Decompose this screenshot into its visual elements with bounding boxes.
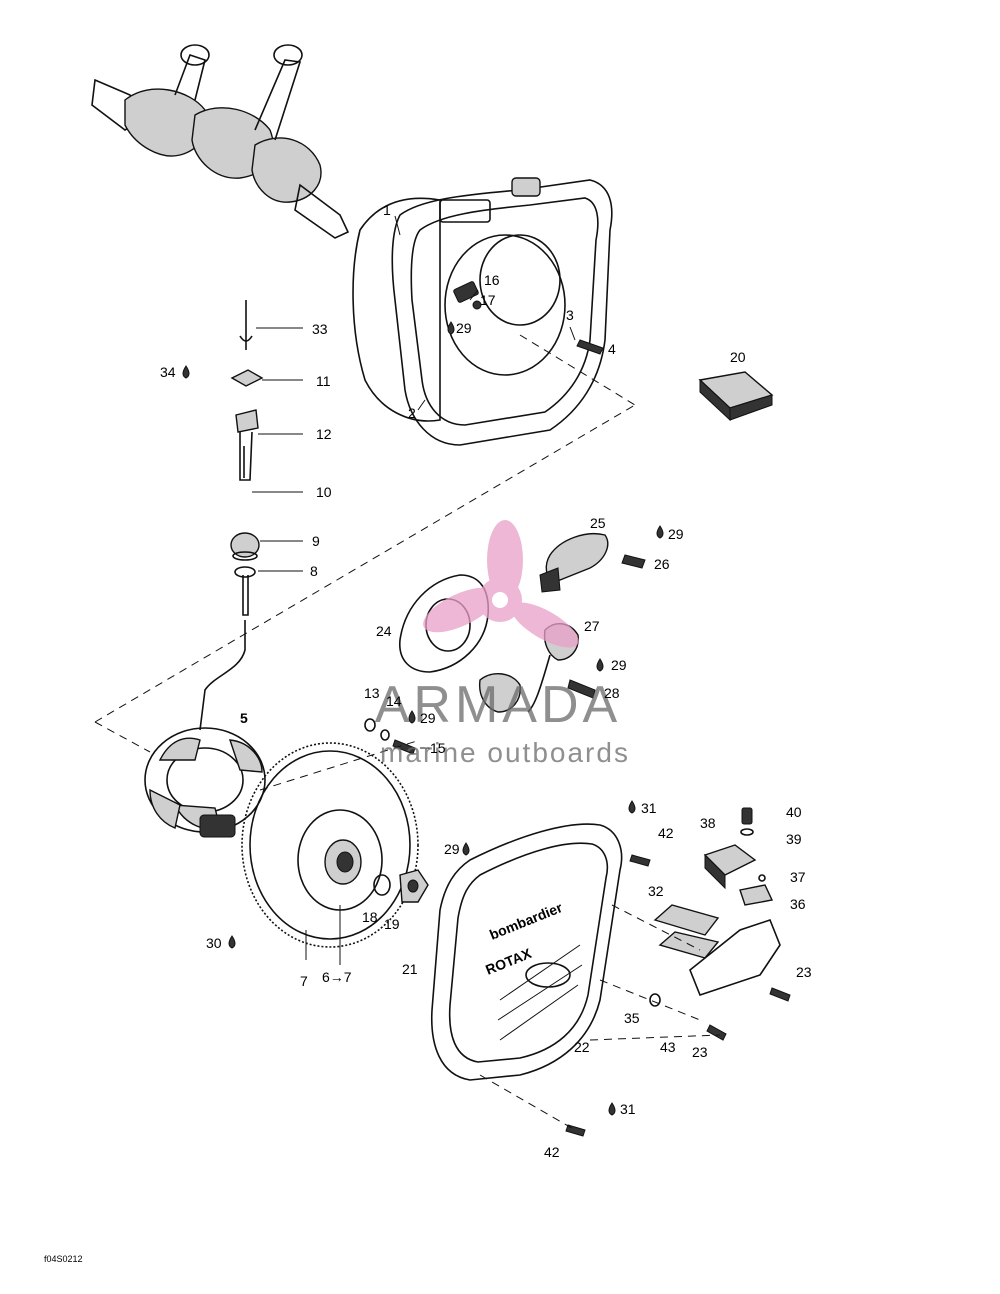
drop-icon [447, 321, 455, 335]
callout-42-bottom: 42 [544, 1144, 560, 1160]
callout-14: 14 [386, 693, 402, 709]
callout-40: 40 [786, 804, 802, 820]
coil [539, 533, 646, 593]
magneto-cover: bombardier ROTAX [430, 823, 623, 1081]
callout-42-top: 42 [658, 825, 674, 841]
callout-23-right: 23 [796, 964, 812, 980]
drop-icon [596, 658, 604, 672]
callout-37: 37 [790, 869, 806, 885]
callout-8: 8 [310, 563, 318, 579]
bracket-assembly [653, 844, 781, 996]
callout-1: 1 [383, 202, 391, 218]
figure-reference-code: f04S0212 [44, 1254, 83, 1264]
flywheel [241, 742, 419, 948]
callout-15: 15 [430, 740, 446, 756]
drop-icon [228, 935, 236, 949]
crankshaft [91, 44, 350, 239]
callout-34: 34 [160, 364, 176, 380]
callout-2: 2 [408, 405, 416, 421]
callout-3: 3 [566, 307, 574, 323]
drop-icon [408, 710, 416, 724]
callout-32: 32 [648, 883, 664, 899]
callout-labels: 1 2 3 4 5 7 6→7 8 9 10 11 12 13 14 15 16… [160, 202, 812, 1160]
callout-7: 7 [300, 973, 308, 989]
callout-31-top: 31 [641, 800, 657, 816]
drop-icon [656, 525, 664, 539]
callout-17: 17 [480, 292, 496, 308]
watermark-title: ARMADA [375, 676, 621, 734]
small-fasteners [364, 718, 416, 755]
callout-30: 30 [206, 935, 222, 951]
screws [565, 807, 791, 1137]
callout-23-bottom: 23 [692, 1044, 708, 1060]
callout-33: 33 [312, 321, 328, 337]
callout-43: 43 [660, 1039, 676, 1055]
callout-16: 16 [484, 272, 500, 288]
callout-4: 4 [608, 341, 616, 357]
crankcase-housing [352, 177, 613, 446]
callout-6-7: 6→7 [322, 969, 352, 985]
watermark: ARMADA marine outboards [375, 520, 630, 768]
callout-28: 28 [604, 685, 620, 701]
drop-icon [628, 800, 636, 814]
drop-icon [462, 842, 470, 856]
callout-19: 19 [384, 916, 400, 932]
drop-icon [608, 1102, 616, 1116]
callout-25: 25 [590, 515, 606, 531]
propeller-logo-icon [423, 520, 579, 648]
lubricant-drop-icons [182, 321, 664, 1116]
callout-27: 27 [584, 618, 600, 634]
knob-assembly [199, 532, 260, 731]
callout-29-coil: 29 [668, 526, 684, 542]
callout-29-fastener: 29 [420, 710, 436, 726]
callout-35: 35 [624, 1010, 640, 1026]
callout-18: 18 [362, 909, 378, 925]
callout-24: 24 [376, 623, 392, 639]
callout-5: 5 [240, 710, 248, 726]
cover-brand-text: bombardier [487, 899, 565, 943]
part-20-block [698, 371, 774, 422]
callout-12: 12 [316, 426, 332, 442]
callout-20: 20 [730, 349, 746, 365]
callout-11: 11 [316, 373, 331, 389]
callout-22: 22 [574, 1039, 590, 1055]
callout-21: 21 [402, 961, 418, 977]
callout-10: 10 [316, 484, 332, 500]
callout-13: 13 [364, 685, 380, 701]
callout-29-housing: 29 [456, 320, 472, 336]
stator [144, 727, 266, 838]
callout-31-bottom: 31 [620, 1101, 636, 1117]
callout-36: 36 [790, 896, 806, 912]
sensor-stack [230, 300, 264, 481]
watermark-subtitle: marine outboards [380, 737, 630, 768]
leader-lines [252, 215, 576, 965]
drop-icon [182, 365, 190, 379]
alignment-lines [94, 334, 721, 1131]
callout-9: 9 [312, 533, 320, 549]
callout-39: 39 [786, 831, 802, 847]
washer-nut [373, 869, 429, 903]
callout-29-cover: 29 [444, 841, 460, 857]
callout-26: 26 [654, 556, 670, 572]
callout-29-pickup: 29 [611, 657, 627, 673]
callout-38: 38 [700, 815, 716, 831]
